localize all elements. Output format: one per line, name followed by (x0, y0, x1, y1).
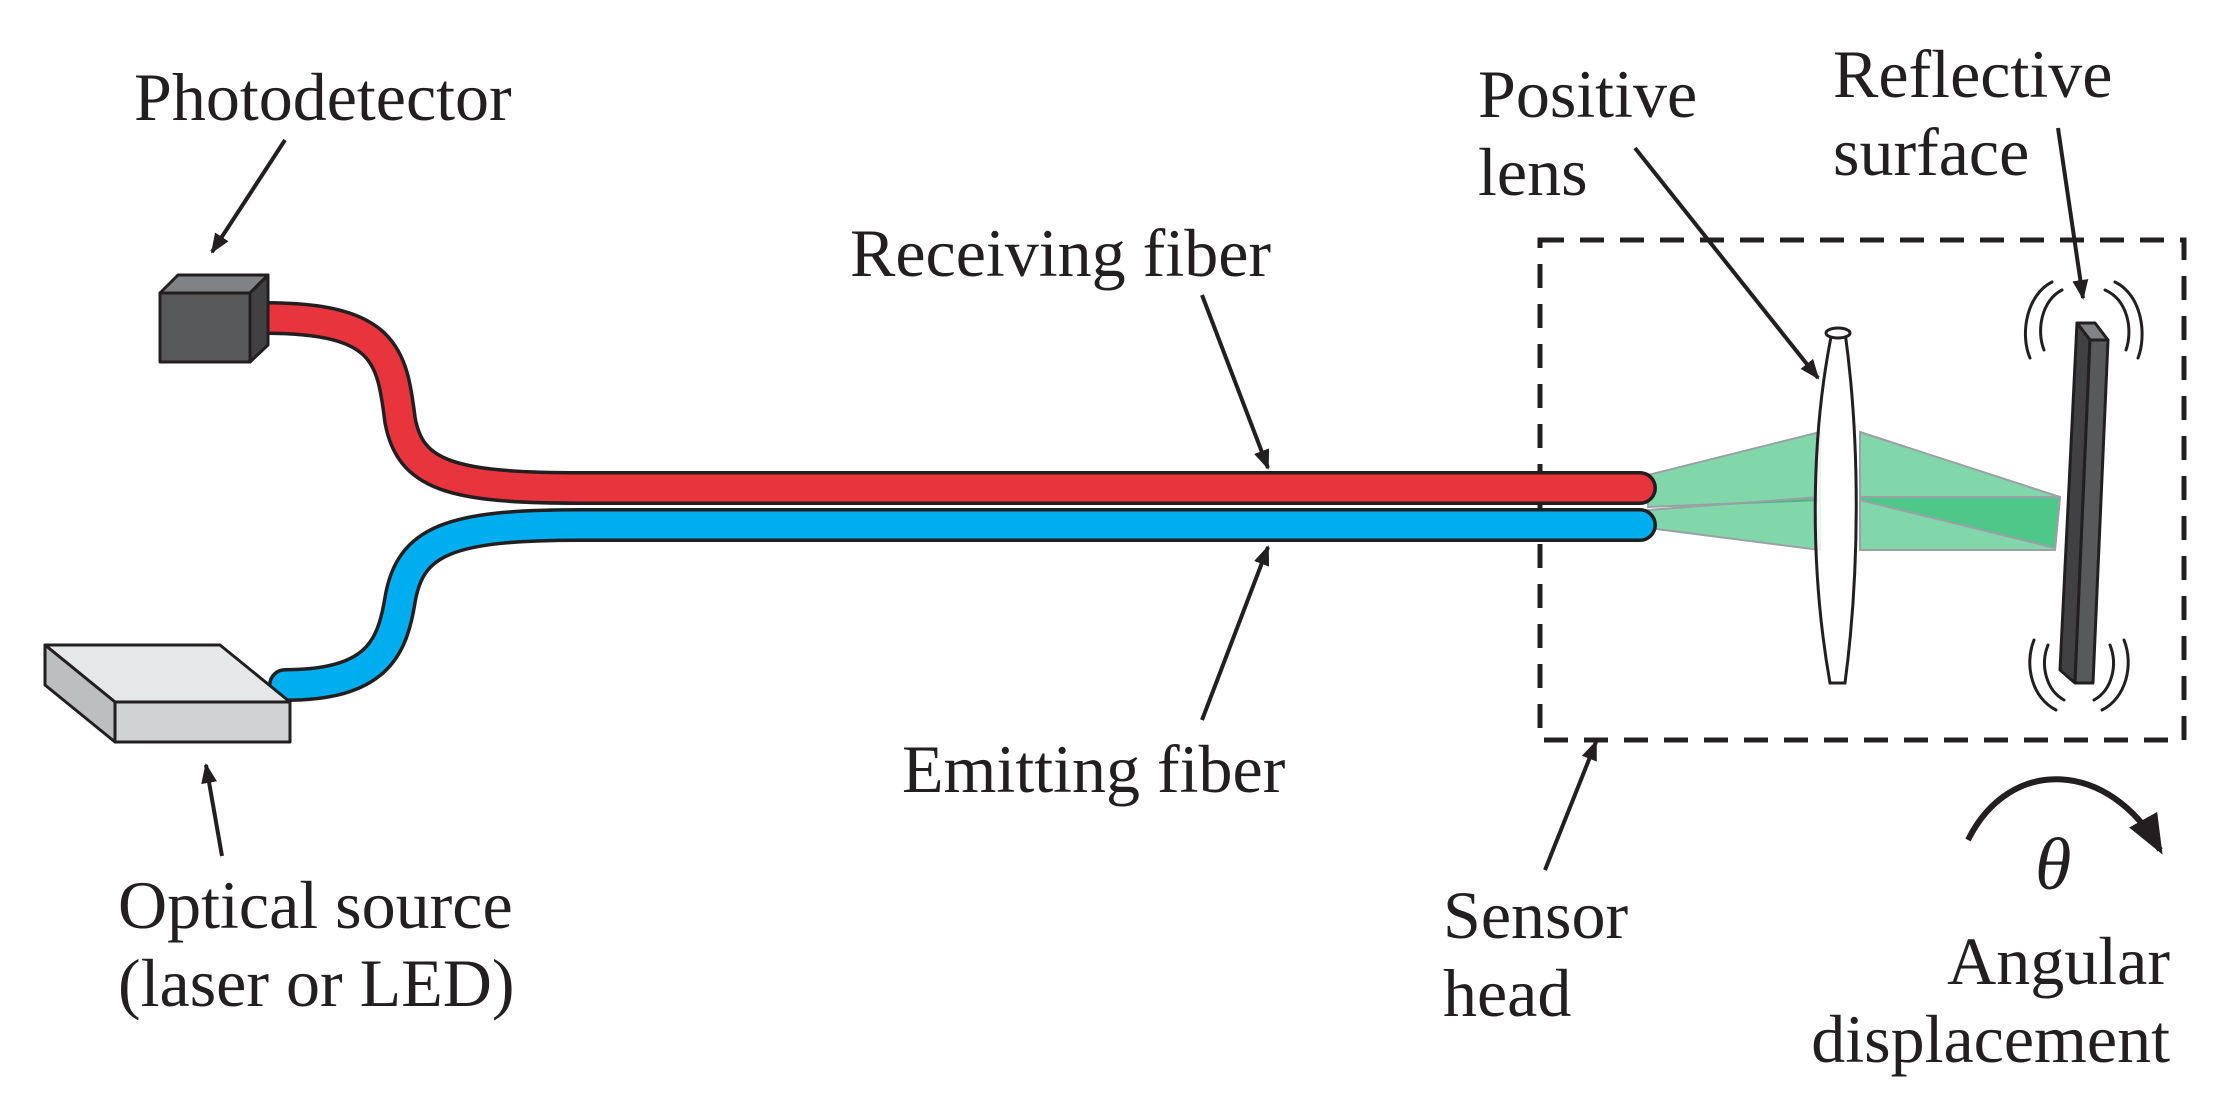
positive-lens-label-line2: lens (1478, 134, 1588, 210)
optical-source-icon (43, 643, 292, 744)
reflective-surface-label: Reflective surface (1833, 35, 2112, 191)
theta-symbol: θ (2035, 824, 2072, 906)
sensor-head-label-line1: Sensor (1443, 877, 1629, 953)
optical-source-label: Optical source (laser or LED) (118, 866, 514, 1022)
reflective-surface-label-line1: Reflective (1833, 36, 2113, 112)
sensor-head-arrow (1543, 740, 1598, 871)
reflective-surface-icon (2058, 321, 2110, 685)
emitting-fiber-arrow (1200, 545, 1270, 721)
optical-source-label-line1: Optical source (118, 867, 513, 943)
reflective-surface-label-line2: surface (1833, 114, 2030, 190)
receiving-fiber-label-text: Receiving fiber (850, 215, 1272, 291)
photodetector-arrow (210, 138, 287, 254)
sensor-head-label: Sensor head (1443, 876, 1628, 1032)
positive-lens-icon (1813, 326, 1858, 685)
receiving-fiber-label: Receiving fiber (850, 214, 1271, 292)
emitting-fiber-core (271, 511, 1654, 699)
receiving-fiber-core (251, 304, 1654, 502)
photodetector-icon (158, 273, 270, 364)
photodetector-label: Photodetector (134, 58, 512, 136)
rotation-arrow (1965, 776, 2163, 855)
positive-lens-label: Positive lens (1478, 55, 1697, 211)
optical-source-label-line2: (laser or LED) (118, 945, 515, 1021)
emitting-fiber (268, 508, 1657, 702)
optical-source-arrow (201, 763, 224, 857)
receiving-fiber (248, 301, 1657, 505)
angular-displacement-label: Angular displacement (1790, 922, 2170, 1078)
emitting-fiber-label: Emitting fiber (902, 730, 1285, 808)
sensor-head-label-line2: head (1443, 955, 1572, 1031)
angular-displacement-label-line1: Angular (1947, 923, 2170, 999)
sensor-head-box (1537, 237, 2187, 743)
reflective-surface-arrow (2056, 127, 2089, 300)
emitting-fiber-label-text: Emitting fiber (902, 731, 1286, 807)
photodetector-label-text: Photodetector (134, 59, 512, 135)
positive-lens-arrow (1633, 146, 1820, 380)
leader-arrows (201, 127, 2089, 871)
angular-displacement-label-line2: displacement (1811, 1001, 2170, 1077)
receiving-fiber-arrow (1200, 294, 1270, 470)
positive-lens-label-line1: Positive (1478, 56, 1698, 132)
vibration-marks (2023, 280, 2144, 712)
